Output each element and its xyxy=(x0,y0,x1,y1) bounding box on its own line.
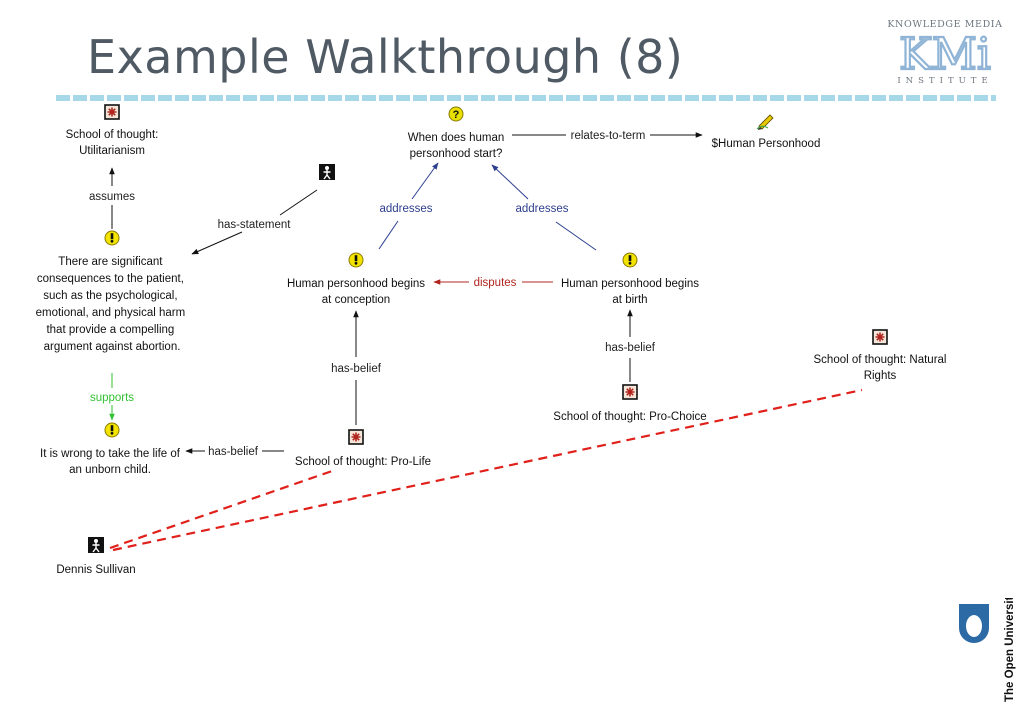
edges xyxy=(109,132,703,454)
exclamation-icon xyxy=(104,422,120,438)
edge-line xyxy=(555,221,597,251)
node-label: School of thought: Pro-Choice xyxy=(553,411,706,423)
exclamation-icon xyxy=(348,252,364,268)
school-of-thought-icon xyxy=(622,384,638,400)
edge-label-addresses-right: addresses xyxy=(515,203,568,215)
kmi-logo-bottom-text: INSTITUTE xyxy=(897,76,992,86)
dashed-associations xyxy=(109,388,863,552)
node-consequences[interactable]: There are significant consequences to th… xyxy=(36,230,189,353)
kmi-logo-mark: KMi xyxy=(899,29,991,80)
edge-label-has-statement: has-statement xyxy=(218,219,292,231)
edge-addresses-left xyxy=(411,162,439,200)
person-icon xyxy=(318,163,336,181)
open-university-logo: The Open University xyxy=(959,598,1016,702)
node-term[interactable]: $Human Personhood xyxy=(712,114,821,150)
person-icon xyxy=(87,536,105,554)
node-dennis[interactable]: Dennis Sullivan xyxy=(56,536,136,576)
edge-label-addresses-left: addresses xyxy=(379,203,432,215)
school-of-thought-icon xyxy=(348,429,364,445)
node-label: $Human Personhood xyxy=(712,138,821,150)
node-label: School of thought: Pro-Life xyxy=(295,456,431,468)
edge-label-has-belief-prochoice: has-belief xyxy=(605,342,656,354)
edge-addresses-right xyxy=(491,164,529,200)
edge-label-disputes: disputes xyxy=(474,277,517,289)
node-prolife[interactable]: School of thought: Pro-Life xyxy=(295,429,431,468)
edge-line xyxy=(378,220,399,250)
node-person-top[interactable] xyxy=(318,163,336,181)
node-prochoice[interactable]: School of thought: Pro-Choice xyxy=(553,384,707,423)
question-icon xyxy=(448,106,464,122)
slide-title: Example Walkthrough (8) xyxy=(87,30,684,84)
edge-label-assumes: assumes xyxy=(89,191,135,203)
pencil-icon xyxy=(756,114,774,131)
edge-label-has-belief-prolife: has-belief xyxy=(331,363,382,375)
edge-labels: relates-to-term addresses addresses disp… xyxy=(89,130,656,458)
node-label: There are significant consequences to th… xyxy=(36,256,189,353)
edge-label-supports: supports xyxy=(90,392,134,404)
edge-label-has-belief-wrong: has-belief xyxy=(208,446,259,458)
dashed-link-dennis-natural-rights xyxy=(112,388,863,552)
school-of-thought-icon xyxy=(872,329,888,345)
kmi-logo-top-text: KNOWLEDGE MEDIA xyxy=(887,19,1002,30)
edge-label-relates-to-term: relates-to-term xyxy=(571,130,646,142)
node-label: School of thought:Utilitarianism xyxy=(66,129,159,157)
kmi-logo: KNOWLEDGE MEDIA KMi INSTITUTE xyxy=(887,19,1002,86)
open-university-wordmark: The Open University xyxy=(1004,598,1016,702)
exclamation-icon xyxy=(622,252,638,268)
dashed-link-dennis-prolife xyxy=(109,468,336,550)
edge-has-statement xyxy=(191,231,243,255)
exclamation-icon xyxy=(104,230,120,246)
node-label: Dennis Sullivan xyxy=(56,564,135,576)
node-utilitarianism[interactable]: School of thought:Utilitarianism xyxy=(66,104,159,157)
edge-line xyxy=(279,189,318,216)
school-of-thought-icon xyxy=(104,104,120,120)
title-rule xyxy=(56,95,996,101)
